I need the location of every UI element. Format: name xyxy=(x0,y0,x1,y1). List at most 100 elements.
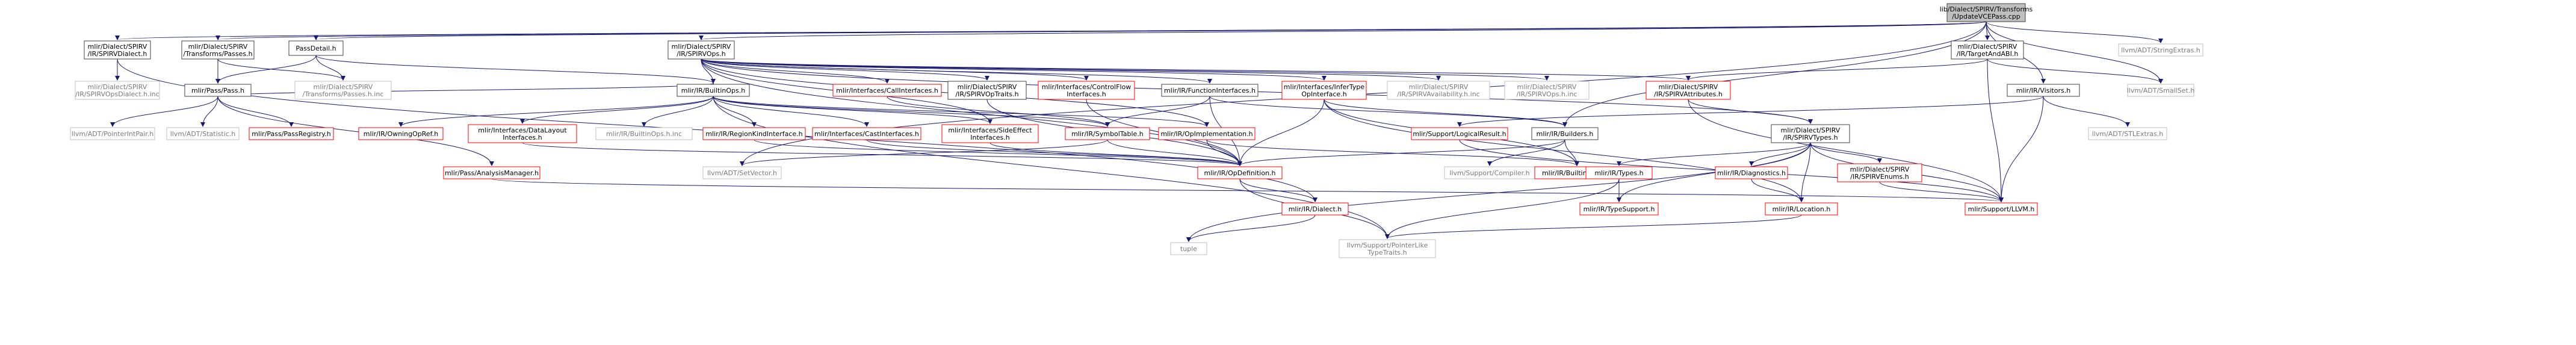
include-node[interactable]: mlir/IR/OpDefinition.h xyxy=(1197,166,1283,179)
include-node[interactable]: mlir/Pass/AnalysisManager.h xyxy=(443,166,540,179)
include-node[interactable]: mlir/IR/Diagnostics.h xyxy=(1715,166,1788,179)
include-node[interactable]: mlir/IR/Location.h xyxy=(1765,202,1838,216)
node-label: /UpdateVCEPass.cpp xyxy=(1952,13,2020,20)
include-node[interactable]: mlir/IR/BuiltinOps.h xyxy=(677,84,750,97)
include-edge xyxy=(701,58,1212,84)
node-label: /Transforms/Passes.h xyxy=(183,50,252,58)
include-edge xyxy=(1105,96,1210,127)
include-edge xyxy=(701,58,1242,166)
node-label: llvm/ADT/SmallSet.h xyxy=(2127,87,2195,95)
include-edge xyxy=(217,58,345,81)
include-edge xyxy=(713,96,1110,127)
node-box xyxy=(1951,40,2024,60)
node-box xyxy=(288,40,344,56)
include-edge xyxy=(1107,139,1242,166)
node-box xyxy=(184,84,252,97)
include-edge xyxy=(713,96,757,127)
node-label: /Transforms/Passes.h.inc xyxy=(303,90,384,98)
include-edge xyxy=(1237,139,1565,166)
include-node[interactable]: mlir/IR/TypeSupport.h xyxy=(1579,202,1659,216)
include-edge xyxy=(1799,142,1811,202)
include-node[interactable]: mlir/Dialect/SPIRV/IR/SPIRVAttributes.h xyxy=(1646,81,1731,100)
node-box xyxy=(249,127,334,140)
include-node[interactable]: mlir/IR/OpImplementation.h xyxy=(1158,127,1255,140)
include-edge xyxy=(398,96,714,127)
include-node[interactable]: mlir/Pass/Pass.h xyxy=(184,84,252,97)
include-edge xyxy=(754,139,1242,166)
include-edge xyxy=(1487,139,1565,166)
include-node[interactable]: mlir/IR/Dialect.h xyxy=(1281,202,1349,216)
include-node[interactable]: mlir/Pass/PassRegistry.h xyxy=(249,127,334,140)
include-edge xyxy=(701,58,1691,81)
include-node[interactable]: mlir/Dialect/SPIRV/IR/SPIRVOps.h xyxy=(667,40,735,60)
node-label: mlir/Interfaces/DataLayout xyxy=(478,126,567,134)
include-node[interactable]: mlir/Support/LogicalResult.h xyxy=(1411,127,1508,140)
include-node[interactable]: mlir/IR/FunctionInterfaces.h xyxy=(1161,84,1259,97)
node-box xyxy=(941,124,1039,143)
node-label: mlir/Dialect/SPIRV xyxy=(1517,83,1577,91)
include-node[interactable]: mlir/IR/OwningOpRef.h xyxy=(358,127,444,140)
include-node[interactable]: PassDetail.h xyxy=(288,40,344,56)
node-box xyxy=(1579,202,1659,216)
node-label: llvm/Support/PointerLike xyxy=(1347,241,1428,249)
include-node[interactable]: mlir/IR/SymbolTable.h xyxy=(1065,127,1150,140)
include-edge xyxy=(1986,21,2163,84)
node-box xyxy=(181,40,255,60)
include-node[interactable]: mlir/Dialect/SPIRV/IR/SPIRVDialect.h xyxy=(84,40,151,60)
node-label: mlir/IR/SymbolTable.h xyxy=(1071,130,1144,138)
include-edge xyxy=(1206,139,1579,166)
node-box xyxy=(1197,166,1283,179)
include-edge xyxy=(1457,96,2044,127)
node-label: mlir/IR/Types.h xyxy=(1594,169,1643,177)
include-node[interactable]: mlir/IR/Types.h xyxy=(1585,166,1653,179)
include-edge xyxy=(713,96,992,124)
include-node: llvm/ADT/STLExtras.h xyxy=(2088,127,2167,140)
include-edge xyxy=(701,58,1441,81)
node-box xyxy=(1715,166,1788,179)
include-node[interactable]: mlir/Dialect/SPIRV/Transforms/Passes.h xyxy=(181,40,255,60)
include-node[interactable]: mlir/Interfaces/CastInterfaces.h xyxy=(812,127,921,140)
node-box xyxy=(1646,81,1731,100)
node-label: mlir/IR/OwningOpRef.h xyxy=(364,130,438,138)
include-node[interactable]: mlir/Dialect/SPIRV/IR/TargetAndABI.h xyxy=(1951,40,2024,60)
node-label: TypeTraits.h xyxy=(1367,249,1407,256)
include-node: llvm/ADT/Statistic.h xyxy=(166,127,240,140)
include-node[interactable]: mlir/Dialect/SPIRV/IR/SPIRVOpTraits.h xyxy=(947,81,1027,100)
include-edge xyxy=(1385,178,1620,239)
include-node[interactable]: mlir/Dialect/SPIRV/IR/SPIRVEnums.h xyxy=(1837,163,1922,182)
node-label: tuple xyxy=(1180,245,1197,253)
include-edge xyxy=(315,55,345,81)
node-label: mlir/IR/BuiltinOps.h xyxy=(681,87,745,95)
node-box xyxy=(1281,81,1367,100)
node-box xyxy=(812,127,921,140)
node-label: mlir/IR/OpDefinition.h xyxy=(1204,169,1275,177)
node-label: mlir/IR/Dialect.h xyxy=(1289,205,1342,213)
node-box xyxy=(75,81,160,100)
node-label: /IR/SPIRVEnums.h xyxy=(1850,173,1909,181)
node-box xyxy=(2118,43,2203,57)
include-node[interactable]: mlir/IR/RegionKindInterface.h xyxy=(702,127,806,140)
include-node: llvm/ADT/PointerIntPair.h xyxy=(70,127,155,140)
include-edge xyxy=(2043,96,2130,127)
node-label: mlir/IR/Visitors.h xyxy=(2016,87,2071,95)
include-edge xyxy=(713,96,1390,239)
include-node[interactable]: mlir/Interfaces/CallInterfaces.h xyxy=(832,84,942,97)
node-box xyxy=(1771,124,1850,143)
node-box xyxy=(1161,84,1259,97)
include-node[interactable]: mlir/IR/Builders.h xyxy=(1531,127,1599,140)
node-label: mlir/Dialect/SPIRV xyxy=(188,43,248,51)
include-edge xyxy=(1564,139,1579,166)
include-node[interactable]: mlir/Dialect/SPIRV/IR/SPIRVTypes.h xyxy=(1771,124,1850,143)
node-label: mlir/IR/Diagnostics.h xyxy=(1717,169,1786,177)
include-edge xyxy=(522,142,1242,166)
include-edge xyxy=(701,58,1327,81)
include-node[interactable]: mlir/IR/Visitors.h xyxy=(2007,84,2080,97)
include-node[interactable]: mlir/Support/LLVM.h xyxy=(1965,202,2038,216)
include-edge xyxy=(1686,58,1988,81)
include-edge xyxy=(1688,99,2004,202)
